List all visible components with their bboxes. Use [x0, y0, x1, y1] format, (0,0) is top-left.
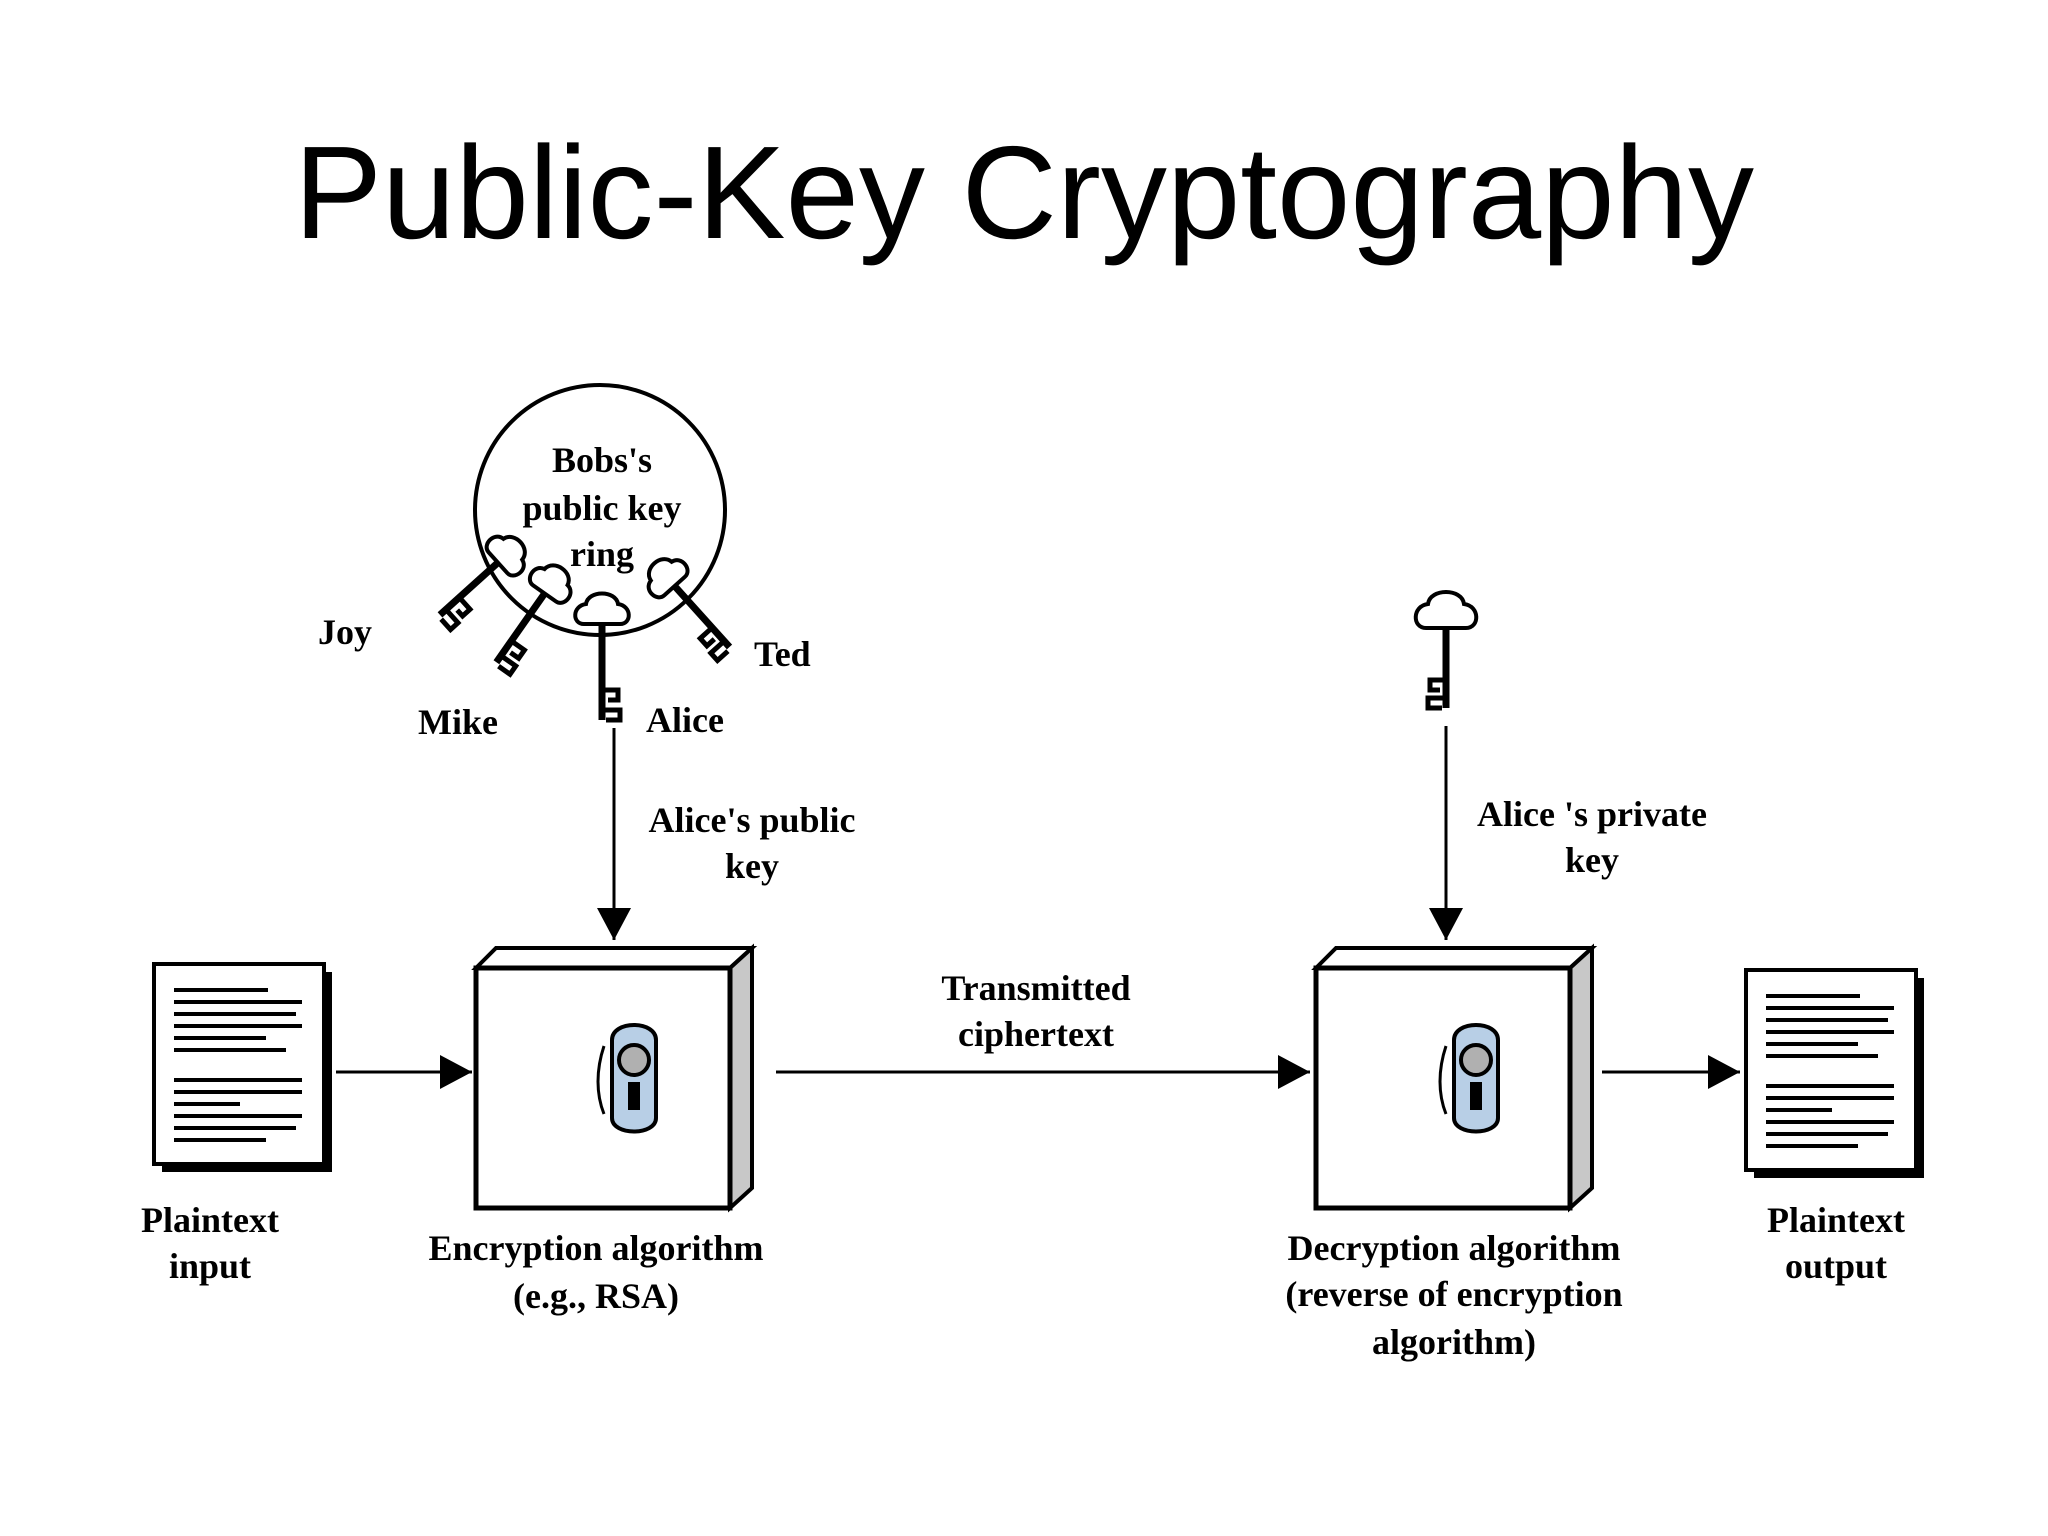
decryption-label-line1: Decryption algorithm: [1288, 1228, 1621, 1268]
key-label-ted: Ted: [754, 634, 811, 674]
mike-key-icon: [493, 563, 573, 678]
key-label-alice: Alice: [646, 700, 724, 740]
encryption-box: [471, 943, 758, 1213]
key-label-mike: Mike: [418, 702, 498, 742]
key-ring-label-line1: Bobs's: [552, 440, 652, 480]
joy-key-icon: [437, 534, 527, 634]
transmitted-label-line1: Transmitted: [941, 968, 1130, 1008]
alice-public-key-label-line2: key: [725, 846, 779, 886]
encryption-lock-icon: [596, 1023, 658, 1134]
alice-public-key-label-line1: Alice's public: [648, 800, 855, 840]
slide-title: Public-Key Cryptography: [294, 119, 1754, 266]
key-label-joy: Joy: [318, 612, 372, 652]
alice-key-icon: [573, 591, 631, 723]
decryption-label-line3: algorithm): [1372, 1322, 1536, 1362]
plaintext-output-label-line2: output: [1785, 1246, 1887, 1286]
plaintext-input-label-line2: input: [169, 1246, 251, 1286]
plaintext-output-document-icon: [1744, 968, 1924, 1178]
decryption-box: [1311, 943, 1598, 1213]
ted-key-icon: [646, 557, 733, 665]
encryption-label-line1: Encryption algorithm: [428, 1228, 763, 1268]
plaintext-input-document-icon: [152, 962, 332, 1172]
alice-private-key-label-line1: Alice 's private: [1477, 794, 1707, 834]
key-ring-label-line2: public key: [522, 488, 681, 528]
plaintext-input-label-line1: Plaintext: [141, 1200, 279, 1240]
decryption-label-line2: (reverse of encryption: [1285, 1274, 1622, 1314]
alice-private-key-label-line2: key: [1565, 840, 1619, 880]
encryption-label-line2: (e.g., RSA): [513, 1276, 679, 1316]
decryption-lock-icon: [1438, 1023, 1500, 1134]
transmitted-label-line2: ciphertext: [958, 1014, 1114, 1054]
plaintext-output-label-line1: Plaintext: [1767, 1200, 1905, 1240]
alice-private-key-icon: [1413, 590, 1479, 711]
key-ring-label-line3: ring: [570, 534, 634, 574]
